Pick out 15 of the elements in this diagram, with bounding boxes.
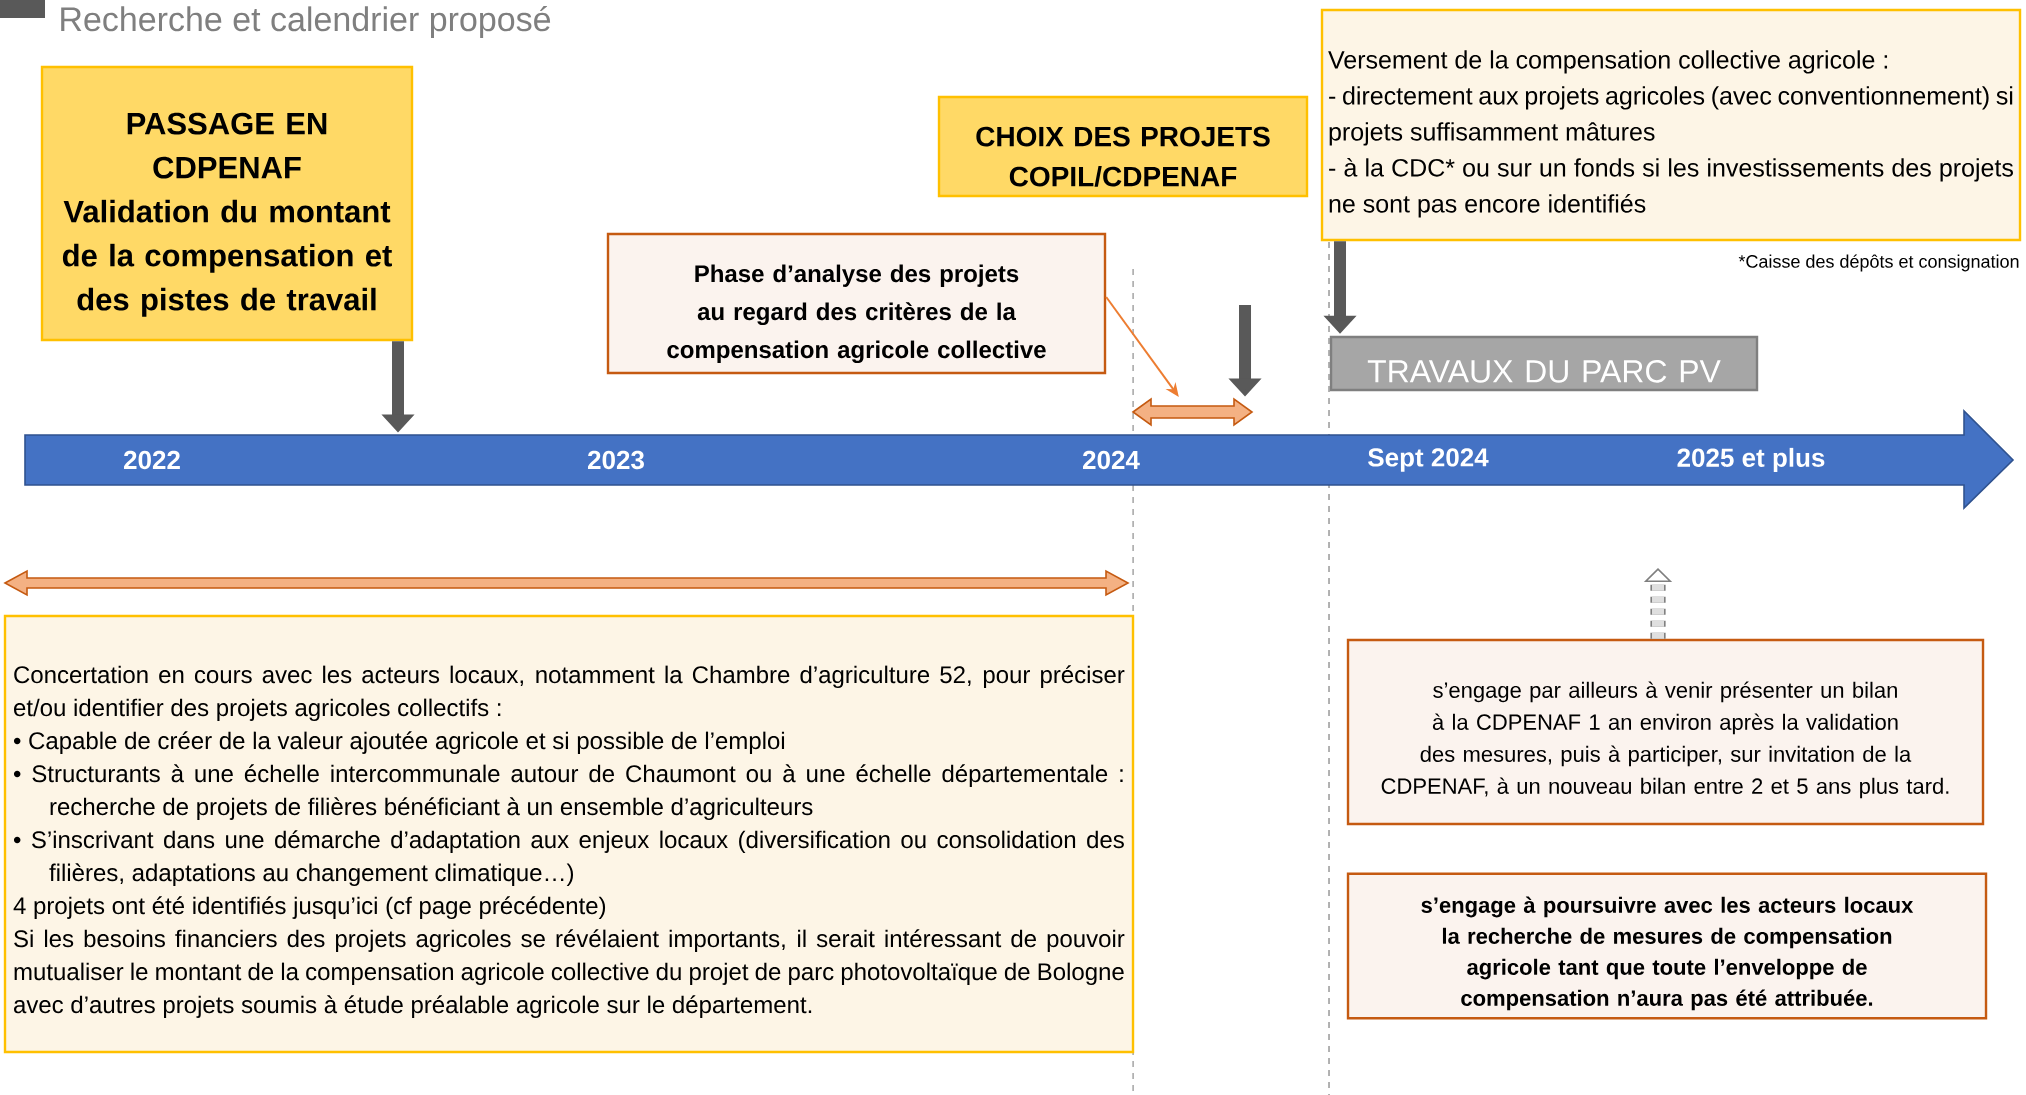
phase-box: Phase d’analyse des projets au regard des critères de la compensation agricole collective: [606, 232, 1107, 375]
slide-title: Recherche et calendrier proposé: [61, 5, 551, 39]
year-label: Sept 2024: [1368, 448, 1489, 472]
year-label: 2025 et plus: [1677, 447, 1825, 473]
milestone-box: PASSAGE EN CDPENAF Validation du montant de la compensation et des pistes de travail: [40, 65, 414, 342]
commitment-box: s’engage à poursuivre avec les acteurs locaux la recherche de mesures de compensation agricole tant que toute l’enveloppe de compensation n’aura pas été attribuée.: [1346, 872, 1988, 1020]
year-label: 2024: [1083, 450, 1140, 470]
footnote: *Caisse des dépôts et consignation: [1738, 254, 2019, 272]
note-box: Concertation en cours avec les acteurs locaux, notamment la Chambre d’agriculture 52, pour préciser et/ou identifier des projets agricoles collectifs : • Capable de créer de la valeur ajoutée agricole et si possible de l’emploi • Structurants à une échelle intercommunale autour de Chaumont ou à une échelle départementale : recherche de projets de filières bénéficiant à un ensemble d’agriculteurs • S’inscrivant dans une démarche d’adaptation aux enjeux locaux (diversification ou consolidation des filières, adaptations au changement climatique…) 4 projets ont été identifiés jusqu’ici (cf page précédente) Si les besoins financiers des projets agricoles se révélaient importants, il serait intéressant de pouvoir mutualiser le montant de la compensation agricole collective du projet de parc photovoltaïque de Bologne avec d’autres projets soumis à étude préalable agricole sur le département.: [3, 614, 1135, 1054]
year-label: 2023: [588, 450, 644, 470]
commitment-box: s’engage par ailleurs à venir présenter un bilan à la CDPENAF 1 an environ après la validation des mesures, puis à participer, sur invitation de la CDPENAF, à un nouveau bilan entre 2 et 5 ans plus tard.: [1346, 638, 1985, 826]
year-label: 2022: [124, 450, 180, 470]
milestone-box: CHOIX DES PROJETS COPIL/CDPENAF: [937, 95, 1309, 198]
phase-bar: TRAVAUX DU PARC PV: [1329, 335, 1759, 392]
note-box: Versement de la compensation collective agricole : - directement aux projets agricoles (avec conventionnement) si projets suffisamment mâtures - à la CDC* ou sur un fonds si les investissements des projets ne sont pas encore identifiés: [1320, 8, 2022, 242]
